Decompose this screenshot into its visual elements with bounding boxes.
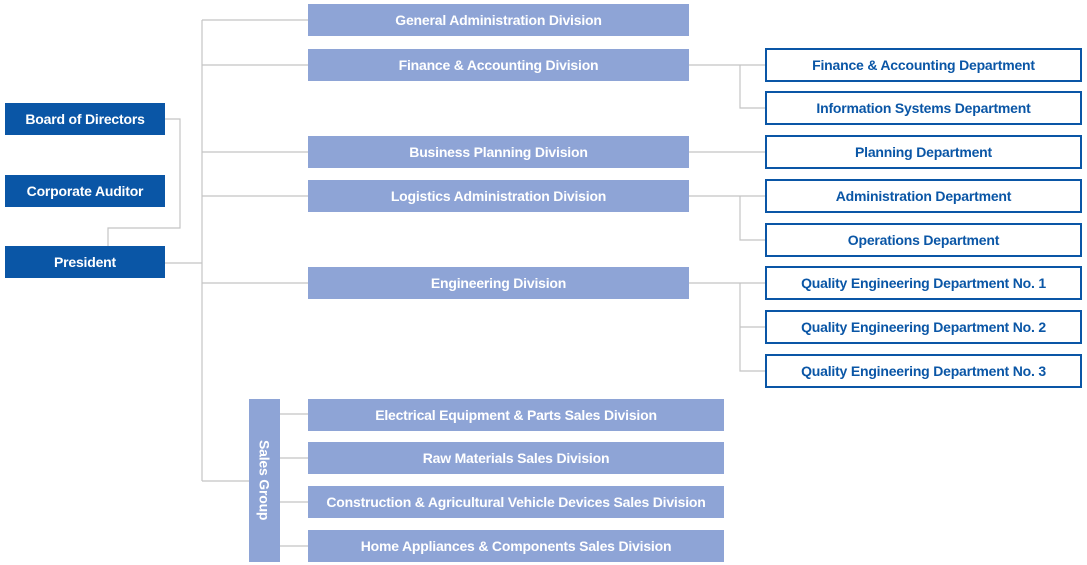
corporate-auditor-box: Corporate Auditor [5, 175, 165, 207]
engineering-dept-connector-b [739, 283, 765, 372]
quality-engineering-department-2-box: Quality Engineering Department No. 2 [765, 310, 1082, 344]
finance-dept-connector-b [739, 65, 765, 109]
finance-accounting-department-box: Finance & Accounting Department [765, 48, 1082, 82]
sales-group-box: Sales Group [249, 399, 280, 562]
sales-group-label: Sales Group [256, 440, 273, 521]
president-box: President [5, 246, 165, 278]
information-systems-department-box: Information Systems Department [765, 91, 1082, 125]
board-president-connector [107, 118, 181, 246]
quality-engineering-department-3-box: Quality Engineering Department No. 3 [765, 354, 1082, 388]
quality-engineering-department-1-box: Quality Engineering Department No. 1 [765, 266, 1082, 300]
operations-department-box: Operations Department [765, 223, 1082, 257]
construction-agricultural-sales-division-box: Construction & Agricultural Vehicle Devi… [308, 486, 724, 518]
engineering-division-box: Engineering Division [308, 267, 689, 299]
finance-accounting-division-box: Finance & Accounting Division [308, 49, 689, 81]
logistics-dept-connector-b [739, 196, 765, 241]
general-administration-division-box: General Administration Division [308, 4, 689, 36]
logistics-administration-division-box: Logistics Administration Division [308, 180, 689, 212]
electrical-equipment-sales-division-box: Electrical Equipment & Parts Sales Divis… [308, 399, 724, 431]
planning-department-box: Planning Department [765, 135, 1082, 169]
home-appliances-sales-division-box: Home Appliances & Components Sales Divis… [308, 530, 724, 562]
business-planning-division-box: Business Planning Division [308, 136, 689, 168]
raw-materials-sales-division-box: Raw Materials Sales Division [308, 442, 724, 474]
administration-department-box: Administration Department [765, 179, 1082, 213]
board-of-directors-box: Board of Directors [5, 103, 165, 135]
